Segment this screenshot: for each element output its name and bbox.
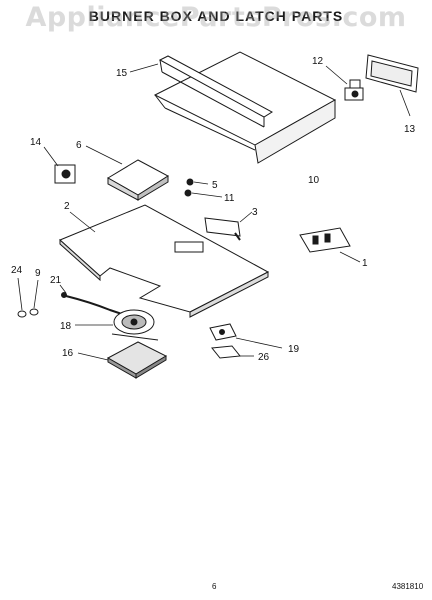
part-1-u-bracket[interactable] [299, 227, 361, 263]
part-26-plate[interactable] [211, 345, 254, 359]
document-number: 4381810 [392, 582, 424, 591]
callout-3: 3 [252, 207, 258, 218]
part-5-screw[interactable] [186, 178, 209, 186]
callout-5: 5 [212, 180, 218, 191]
part-19-ignitor[interactable] [209, 323, 283, 349]
diagram-title: BURNER BOX AND LATCH PARTS [88, 8, 344, 24]
callout-12: 12 [312, 56, 324, 67]
part-14-mounting-bracket[interactable] [43, 146, 76, 184]
part-15-bracket[interactable] [129, 55, 273, 128]
callout-11: 11 [224, 193, 235, 204]
part-13-latch-cover[interactable] [365, 54, 419, 117]
part-11-screw[interactable] [184, 189, 223, 198]
callout-21: 21 [50, 275, 62, 286]
part-16-burner-block[interactable] [77, 341, 168, 379]
callout-16: 16 [62, 348, 74, 359]
callout-9: 9 [35, 268, 41, 279]
callout-24: 24 [11, 265, 23, 276]
callout-19: 19 [288, 344, 300, 355]
callout-15: 15 [116, 68, 128, 79]
page-number: 6 [212, 582, 217, 591]
part-3-bracket[interactable] [204, 211, 253, 241]
callout-6: 6 [76, 140, 82, 151]
callout-1: 1 [362, 258, 368, 269]
callout-13: 13 [404, 124, 416, 135]
callout-14: 14 [30, 137, 42, 148]
part-12-latch[interactable] [325, 65, 364, 101]
part-21-pilot-tube[interactable] [59, 284, 129, 317]
watermark-text: AppliancePartsPros.com [25, 2, 407, 33]
part-9-fastener[interactable] [29, 279, 39, 316]
part-18-burner-assembly[interactable] [75, 309, 159, 341]
part-6-insulation-pad[interactable] [85, 145, 169, 201]
callout-26: 26 [258, 352, 270, 363]
part-2-burner-box-floor[interactable] [59, 204, 270, 318]
callout-18: 18 [60, 321, 72, 332]
callout-2: 2 [64, 201, 70, 212]
part-24-fastener[interactable] [17, 277, 27, 318]
callout-10: 10 [308, 175, 320, 186]
